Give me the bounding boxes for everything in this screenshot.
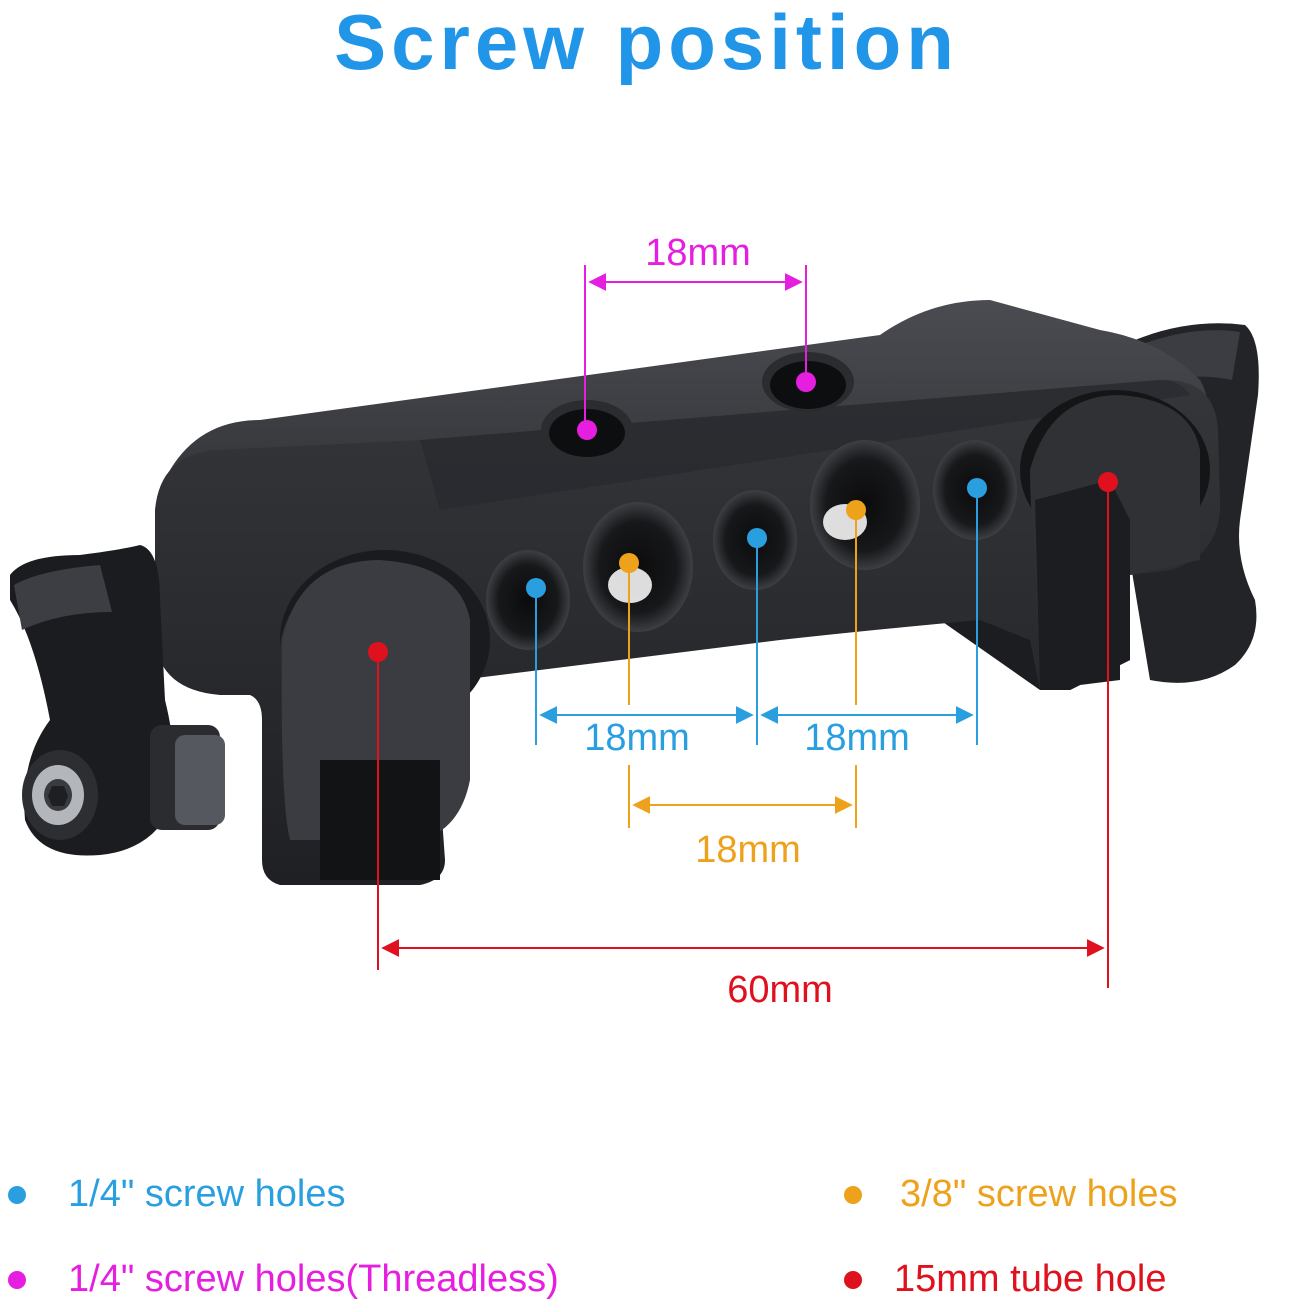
- quarter-marker: [747, 528, 767, 548]
- threadless-dimension: 18mm: [577, 232, 816, 440]
- quarter-dimension: 18mm 18mm: [526, 478, 987, 759]
- tube-marker: [368, 642, 388, 662]
- legend-three-eighths: 3/8" screw holes: [844, 1173, 1178, 1216]
- clamp-top-strip: [420, 380, 1190, 510]
- three-eighths-spacing-label: 18mm: [695, 829, 801, 871]
- legend-three-eighths-label: 3/8" screw holes: [900, 1173, 1178, 1215]
- legend-quarter-label: 1/4" screw holes: [68, 1173, 346, 1215]
- quarter-spacing-right-label: 18mm: [804, 717, 910, 759]
- three-eighths-hole-2: [810, 440, 920, 570]
- right-tube-bore: [1020, 390, 1210, 690]
- legend-quarter: 1/4" screw holes: [8, 1173, 346, 1216]
- legend-dot: [8, 1270, 26, 1289]
- quarter-marker: [526, 578, 546, 598]
- quarter-hole-1: [486, 550, 570, 650]
- tube-dimension: 60mm: [368, 472, 1118, 1011]
- legend-threadless-label: 1/4" screw holes(Threadless): [68, 1258, 559, 1300]
- page-title: Screw position: [334, 0, 959, 86]
- three-eighths-dimension: 18mm: [619, 500, 866, 871]
- legend-dot: [844, 1185, 862, 1204]
- left-knob: [10, 545, 225, 856]
- three-eighths-marker: [846, 500, 866, 520]
- quarter-marker: [967, 478, 987, 498]
- tube-spacing-label: 60mm: [727, 969, 833, 1011]
- three-eighths-marker: [619, 553, 639, 573]
- left-tube-bore: [280, 550, 490, 880]
- legend-tube: 15mm tube hole: [844, 1258, 1167, 1301]
- threadless-marker: [796, 372, 816, 392]
- legend-tube-label: 15mm tube hole: [894, 1258, 1167, 1300]
- legend-dot: [844, 1270, 862, 1289]
- threadless-marker: [577, 420, 597, 440]
- threadless-spacing-label: 18mm: [645, 232, 751, 274]
- legend-dot: [8, 1185, 26, 1204]
- legend-threadless: 1/4" screw holes(Threadless): [8, 1258, 559, 1301]
- tube-marker: [1098, 472, 1118, 492]
- quarter-spacing-left-label: 18mm: [584, 717, 690, 759]
